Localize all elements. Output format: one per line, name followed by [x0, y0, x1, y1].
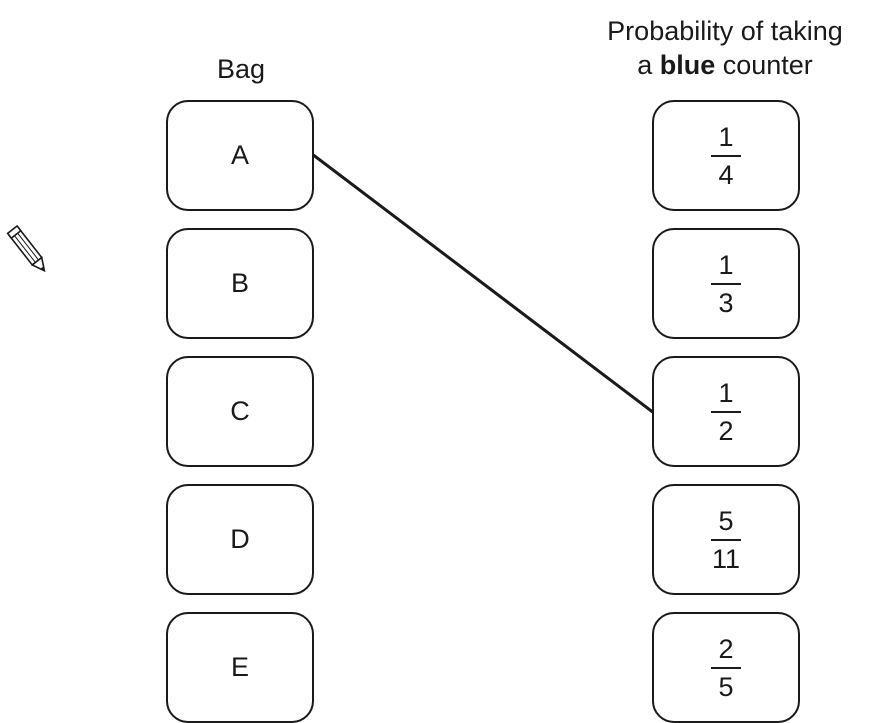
- probability-heading: Probability of taking a blue counter: [560, 14, 873, 82]
- bag-label-d: D: [230, 524, 250, 554]
- connection-line-a-half: [312, 154, 654, 413]
- numerator: 5: [711, 506, 741, 541]
- probability-box-1[interactable]: 1 4: [652, 100, 800, 211]
- fraction: 1 3: [711, 250, 741, 318]
- fraction: 1 2: [711, 378, 741, 446]
- fraction: 1 4: [711, 122, 741, 190]
- probability-heading-post: counter: [715, 50, 813, 80]
- pencil-icon: [6, 222, 52, 285]
- fraction: 5 11: [708, 506, 744, 574]
- probability-box-3[interactable]: 1 2: [652, 356, 800, 467]
- probability-box-2[interactable]: 1 3: [652, 228, 800, 339]
- probability-box-5[interactable]: 2 5: [652, 612, 800, 723]
- bag-label-e: E: [230, 652, 249, 682]
- denominator: 4: [718, 159, 734, 190]
- fraction: 2 5: [711, 634, 741, 702]
- bag-box-b[interactable]: B: [166, 228, 314, 339]
- probability-box-4[interactable]: 5 11: [652, 484, 800, 595]
- denominator: 11: [711, 543, 741, 574]
- probability-heading-pre: a: [637, 50, 660, 80]
- bag-box-a[interactable]: A: [166, 100, 314, 211]
- numerator: 2: [711, 634, 741, 669]
- bag-heading: Bag: [216, 54, 266, 84]
- bag-box-e[interactable]: E: [166, 612, 314, 723]
- denominator: 2: [718, 415, 734, 446]
- bag-label-a: A: [230, 140, 249, 170]
- denominator: 5: [718, 671, 734, 702]
- denominator: 3: [718, 287, 734, 318]
- numerator: 1: [711, 378, 741, 413]
- numerator: 1: [711, 122, 741, 157]
- bag-box-c[interactable]: C: [166, 356, 314, 467]
- bag-label-c: C: [230, 396, 250, 426]
- bag-label-b: B: [230, 268, 249, 298]
- probability-heading-line2: a blue counter: [560, 48, 873, 82]
- numerator: 1: [711, 250, 741, 285]
- probability-heading-line1: Probability of taking: [607, 16, 843, 46]
- bag-box-d[interactable]: D: [166, 484, 314, 595]
- probability-heading-bold: blue: [659, 50, 716, 80]
